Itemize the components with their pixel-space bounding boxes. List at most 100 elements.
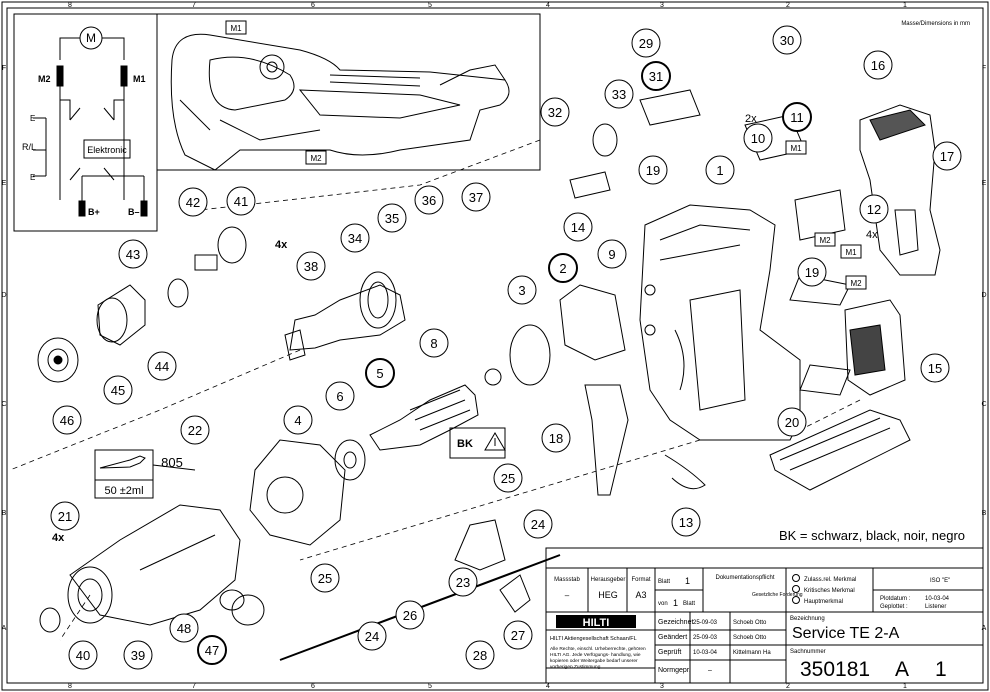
part-callout-number: 34	[348, 231, 362, 246]
part-callout-bubble	[859, 194, 889, 224]
part-callout-bubble	[365, 358, 395, 388]
grid-column-label: 2	[786, 2, 790, 9]
part-callout-bubble	[493, 463, 523, 493]
part-callout-number: 31	[649, 69, 663, 84]
part-callout-number: 38	[304, 259, 318, 274]
blatt-label: Blatt	[658, 579, 670, 585]
handle-part-16	[859, 104, 941, 276]
geprueft-label: Geprüft	[658, 649, 681, 656]
inset-housing-view	[156, 13, 541, 171]
part-callout-number: 27	[511, 628, 525, 643]
side-tag-m2-box	[845, 275, 867, 290]
part-callout-bubble	[597, 239, 627, 269]
massstab-label: Massstab	[554, 577, 580, 583]
part-callout-number: 47	[205, 643, 219, 658]
part-callout-bubble	[180, 415, 210, 445]
grid-column-label: 7	[192, 2, 196, 9]
hilti-logo	[556, 615, 636, 628]
schematic-m1-label: M1	[133, 74, 146, 84]
grid-column-label: 4	[546, 2, 550, 9]
quantity-4x: 4x	[52, 532, 65, 544]
part-callout-number: 9	[608, 247, 615, 262]
part-callout-number: 24	[531, 517, 545, 532]
title-block-frame	[545, 547, 984, 684]
part-callout-bubble	[197, 635, 227, 665]
part-callout-number: 23	[456, 575, 470, 590]
side-tag-m1: M1	[845, 248, 857, 257]
grid-column-label: 5	[428, 683, 432, 690]
kritisches-merkmal: Kritisches Merkmal	[804, 588, 855, 594]
grid-row-label: B	[2, 510, 7, 517]
part-callout-number: 16	[871, 58, 885, 73]
grid-row-label: C	[981, 401, 986, 408]
part-callout-number: 1	[716, 163, 723, 178]
dokumentationspflicht-label: Dokumentationspflicht	[715, 575, 774, 581]
part-callout-number: 32	[548, 105, 562, 120]
part-callout-number: 28	[473, 648, 487, 663]
plotdatum-label: Plotdatum :	[880, 596, 911, 602]
side-tag-m2-box	[814, 232, 836, 247]
blatt-value: 1	[685, 576, 690, 586]
part-callout-number: 42	[186, 195, 200, 210]
grid-column-label: 5	[428, 2, 432, 9]
geplottet-value: Listener	[925, 604, 946, 610]
part-callout-number: 805	[161, 455, 183, 470]
part-callout-number: 30	[780, 33, 794, 48]
part-callout-bubble	[118, 239, 148, 269]
part-callout-bubble	[541, 423, 571, 453]
part-callout-bubble	[123, 640, 153, 670]
part-callout-bubble	[507, 275, 537, 305]
part-callout-number: 6	[336, 389, 343, 404]
grid-row-label: C	[1, 401, 6, 408]
part-callout-number: 48	[177, 621, 191, 636]
sachnummer-sheet: 1	[935, 658, 947, 681]
part-callout-bubble	[932, 141, 962, 171]
part-callout-number: 19	[805, 265, 819, 280]
company-name: HILTI Aktiengesellschaft Schaan/FL	[550, 636, 637, 642]
schematic-e-label: E	[30, 114, 35, 123]
base-parts-15-20	[769, 299, 911, 491]
bezeichnung-value: Service TE 2-A	[792, 625, 900, 642]
assembly-leaders	[9, 139, 861, 641]
grid-column-label: 3	[660, 683, 664, 690]
merkmal-symbol	[792, 585, 800, 593]
geaendert-label: Geändert	[658, 634, 687, 641]
part-callout-number: 8	[430, 336, 437, 351]
part-callout-bubble	[414, 185, 444, 215]
part-callout-number: 11	[790, 110, 804, 125]
part-callout-bubble	[147, 351, 177, 381]
part-callout-number: 26	[403, 608, 417, 623]
part-callout-bubble	[540, 97, 570, 127]
part-callout-bubble	[503, 620, 533, 650]
part-callout-number: 33	[612, 87, 626, 102]
part-callout-bubble	[641, 61, 671, 91]
part-callout-bubble	[523, 509, 553, 539]
legal-notice: Alle Rechte, einschl. Urheberrechte, geh…	[550, 646, 646, 670]
part-callout-bubble	[631, 28, 661, 58]
part-callout-bubble	[671, 507, 701, 537]
merkmal-symbol	[792, 596, 800, 604]
part-callout-bubble	[604, 79, 634, 109]
part-callout-bubble	[325, 381, 355, 411]
part-callout-number: 25	[501, 471, 515, 486]
grid-row-label: E	[982, 180, 987, 187]
geplottet-label: Geplottet :	[880, 604, 908, 610]
part-callout-bubble	[395, 600, 425, 630]
normgepr-value: –	[708, 667, 712, 674]
gear-housing-part-4	[249, 439, 346, 546]
grid-column-label: 4	[546, 683, 550, 690]
geprueft-date: 10-03-04	[693, 650, 718, 656]
part-callout-number: 41	[234, 194, 248, 209]
part-callout-number: 39	[131, 648, 145, 663]
sachnummer-index: A	[895, 658, 909, 681]
gesetzliche-forderung-label: Gesetzliche Forderung	[752, 592, 803, 598]
grid-row-label: D	[981, 292, 986, 299]
part-callout-number: 25	[318, 571, 332, 586]
part-callout-number: 18	[549, 431, 563, 446]
format-label: Format	[631, 577, 650, 583]
part-callout-bubble	[52, 405, 82, 435]
part-callout-bubble	[797, 257, 827, 287]
side-tag-m1-box	[840, 244, 862, 259]
